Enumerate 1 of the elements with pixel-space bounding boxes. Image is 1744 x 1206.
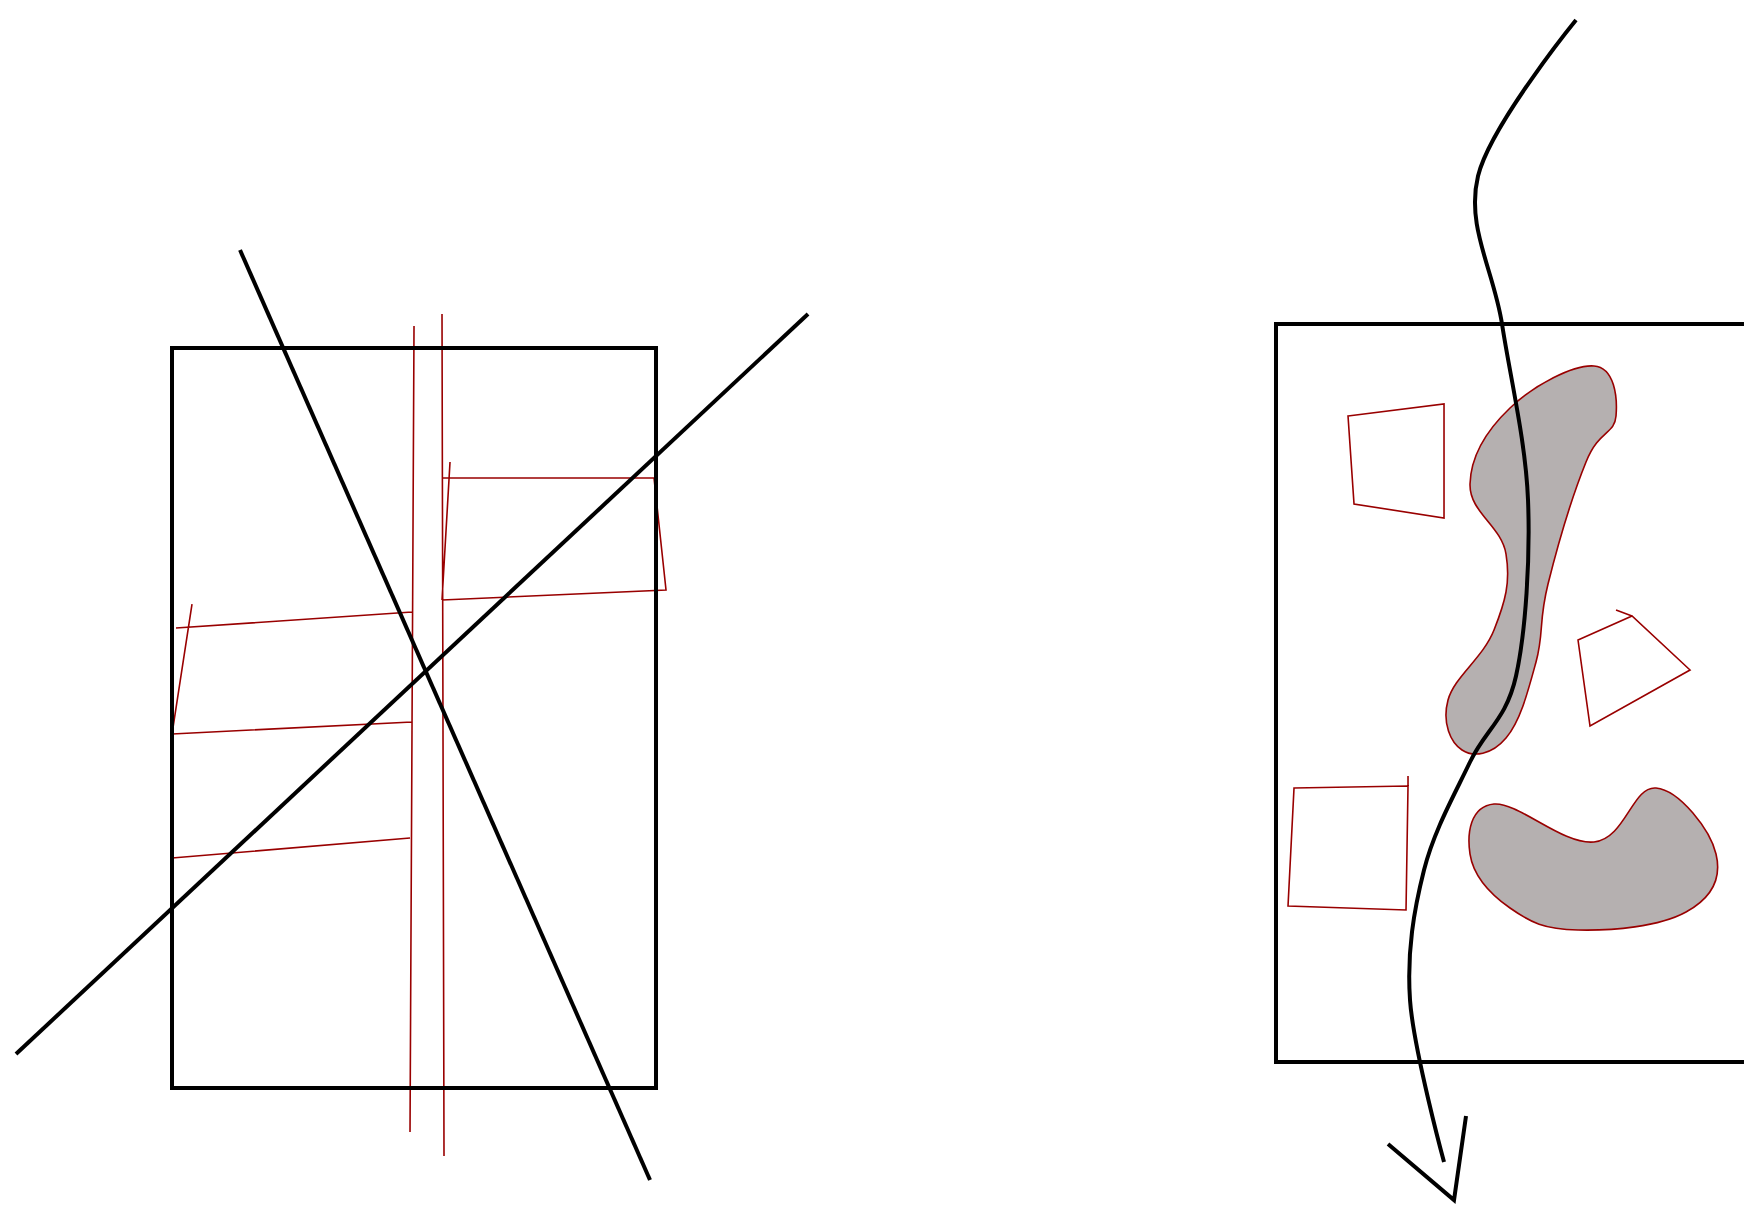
outlined-frame <box>1274 322 1744 1064</box>
